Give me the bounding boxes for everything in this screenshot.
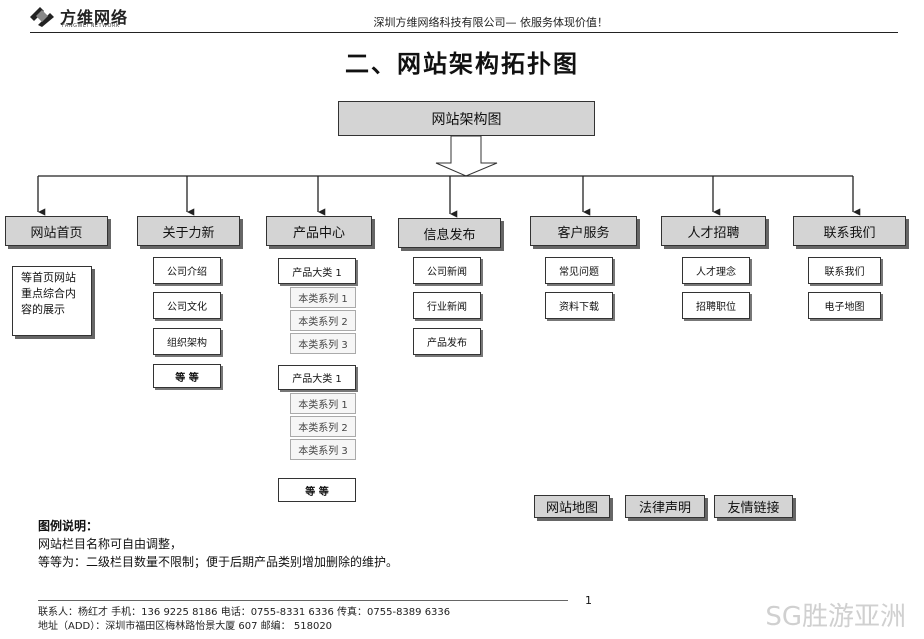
products-etc: 等 等: [278, 478, 356, 502]
legend-heading: 图例说明：: [38, 519, 99, 533]
product-series: 本类系列 1: [290, 393, 356, 414]
main-arrow-icon: [435, 135, 498, 177]
news-item: 行业新闻: [413, 292, 481, 319]
product-group: 产品大类 1: [278, 258, 356, 284]
page-number: 1: [585, 594, 592, 607]
product-series: 本类系列 2: [290, 310, 356, 331]
logo-mark-icon: [30, 7, 54, 27]
product-series: 本类系列 2: [290, 416, 356, 437]
footer-address: 地址（ADD）：深圳市福田区梅林路怡景大厦 607 邮编： 518020: [38, 621, 333, 632]
footer-divider: [38, 600, 568, 601]
root-node: 网站架构图: [338, 101, 595, 136]
service-item: 资料下载: [545, 292, 613, 319]
news-item: 产品发布: [413, 328, 481, 355]
product-series: 本类系列 3: [290, 333, 356, 354]
category-about: 关于力新: [137, 216, 240, 246]
company-slogan: 深圳方维网络科技有限公司— 依服务体现价值！: [373, 16, 609, 29]
category-contact: 联系我们: [793, 216, 906, 246]
logo-text: 方维网络: [60, 8, 129, 27]
product-group: 产品大类 1: [278, 365, 356, 390]
product-series: 本类系列 1: [290, 287, 356, 308]
product-series: 本类系列 3: [290, 439, 356, 460]
extra-links: 友情链接: [714, 495, 793, 518]
home-note: 等首页网站重点综合内容的展示: [12, 266, 92, 336]
about-etc: 等 等: [153, 364, 221, 388]
about-item: 组织架构: [153, 328, 221, 355]
header-divider: [30, 32, 898, 33]
jobs-item: 人才理念: [682, 257, 750, 284]
legend: 图例说明： 网站栏目名称可自由调整， 等等为：二级栏目数量不限制；便于后期产品类…: [38, 517, 398, 571]
category-products: 产品中心: [266, 216, 372, 246]
contact-item: 联系我们: [808, 257, 881, 284]
news-item: 公司新闻: [413, 257, 481, 284]
extra-sitemap: 网站地图: [534, 495, 610, 518]
category-news: 信息发布: [398, 218, 501, 248]
category-service: 客户服务: [530, 216, 637, 246]
legend-line: 网站栏目名称可自由调整，: [38, 537, 183, 551]
category-home: 网站首页: [5, 216, 108, 246]
about-item: 公司文化: [153, 292, 221, 319]
footer-contact: 联系人：杨红才 手机：136 9225 8186 电话：0755-8331 63…: [38, 607, 451, 618]
page-title: 二、网站架构拓扑图: [345, 49, 579, 78]
contact-item: 电子地图: [808, 292, 881, 319]
service-item: 常见问题: [545, 257, 613, 284]
extra-legal: 法律声明: [625, 495, 705, 518]
jobs-item: 招聘职位: [682, 292, 750, 319]
legend-line: 等等为：二级栏目数量不限制；便于后期产品类别增加删除的维护。: [38, 555, 399, 569]
logo-subtitle: FANGWEI NETWORK: [62, 23, 120, 29]
watermark: SG胜游亚洲: [765, 602, 906, 632]
company-logo: 方维网络 FANGWEI NETWORK: [28, 4, 129, 29]
about-item: 公司介绍: [153, 257, 221, 284]
category-jobs: 人才招聘: [661, 216, 766, 246]
